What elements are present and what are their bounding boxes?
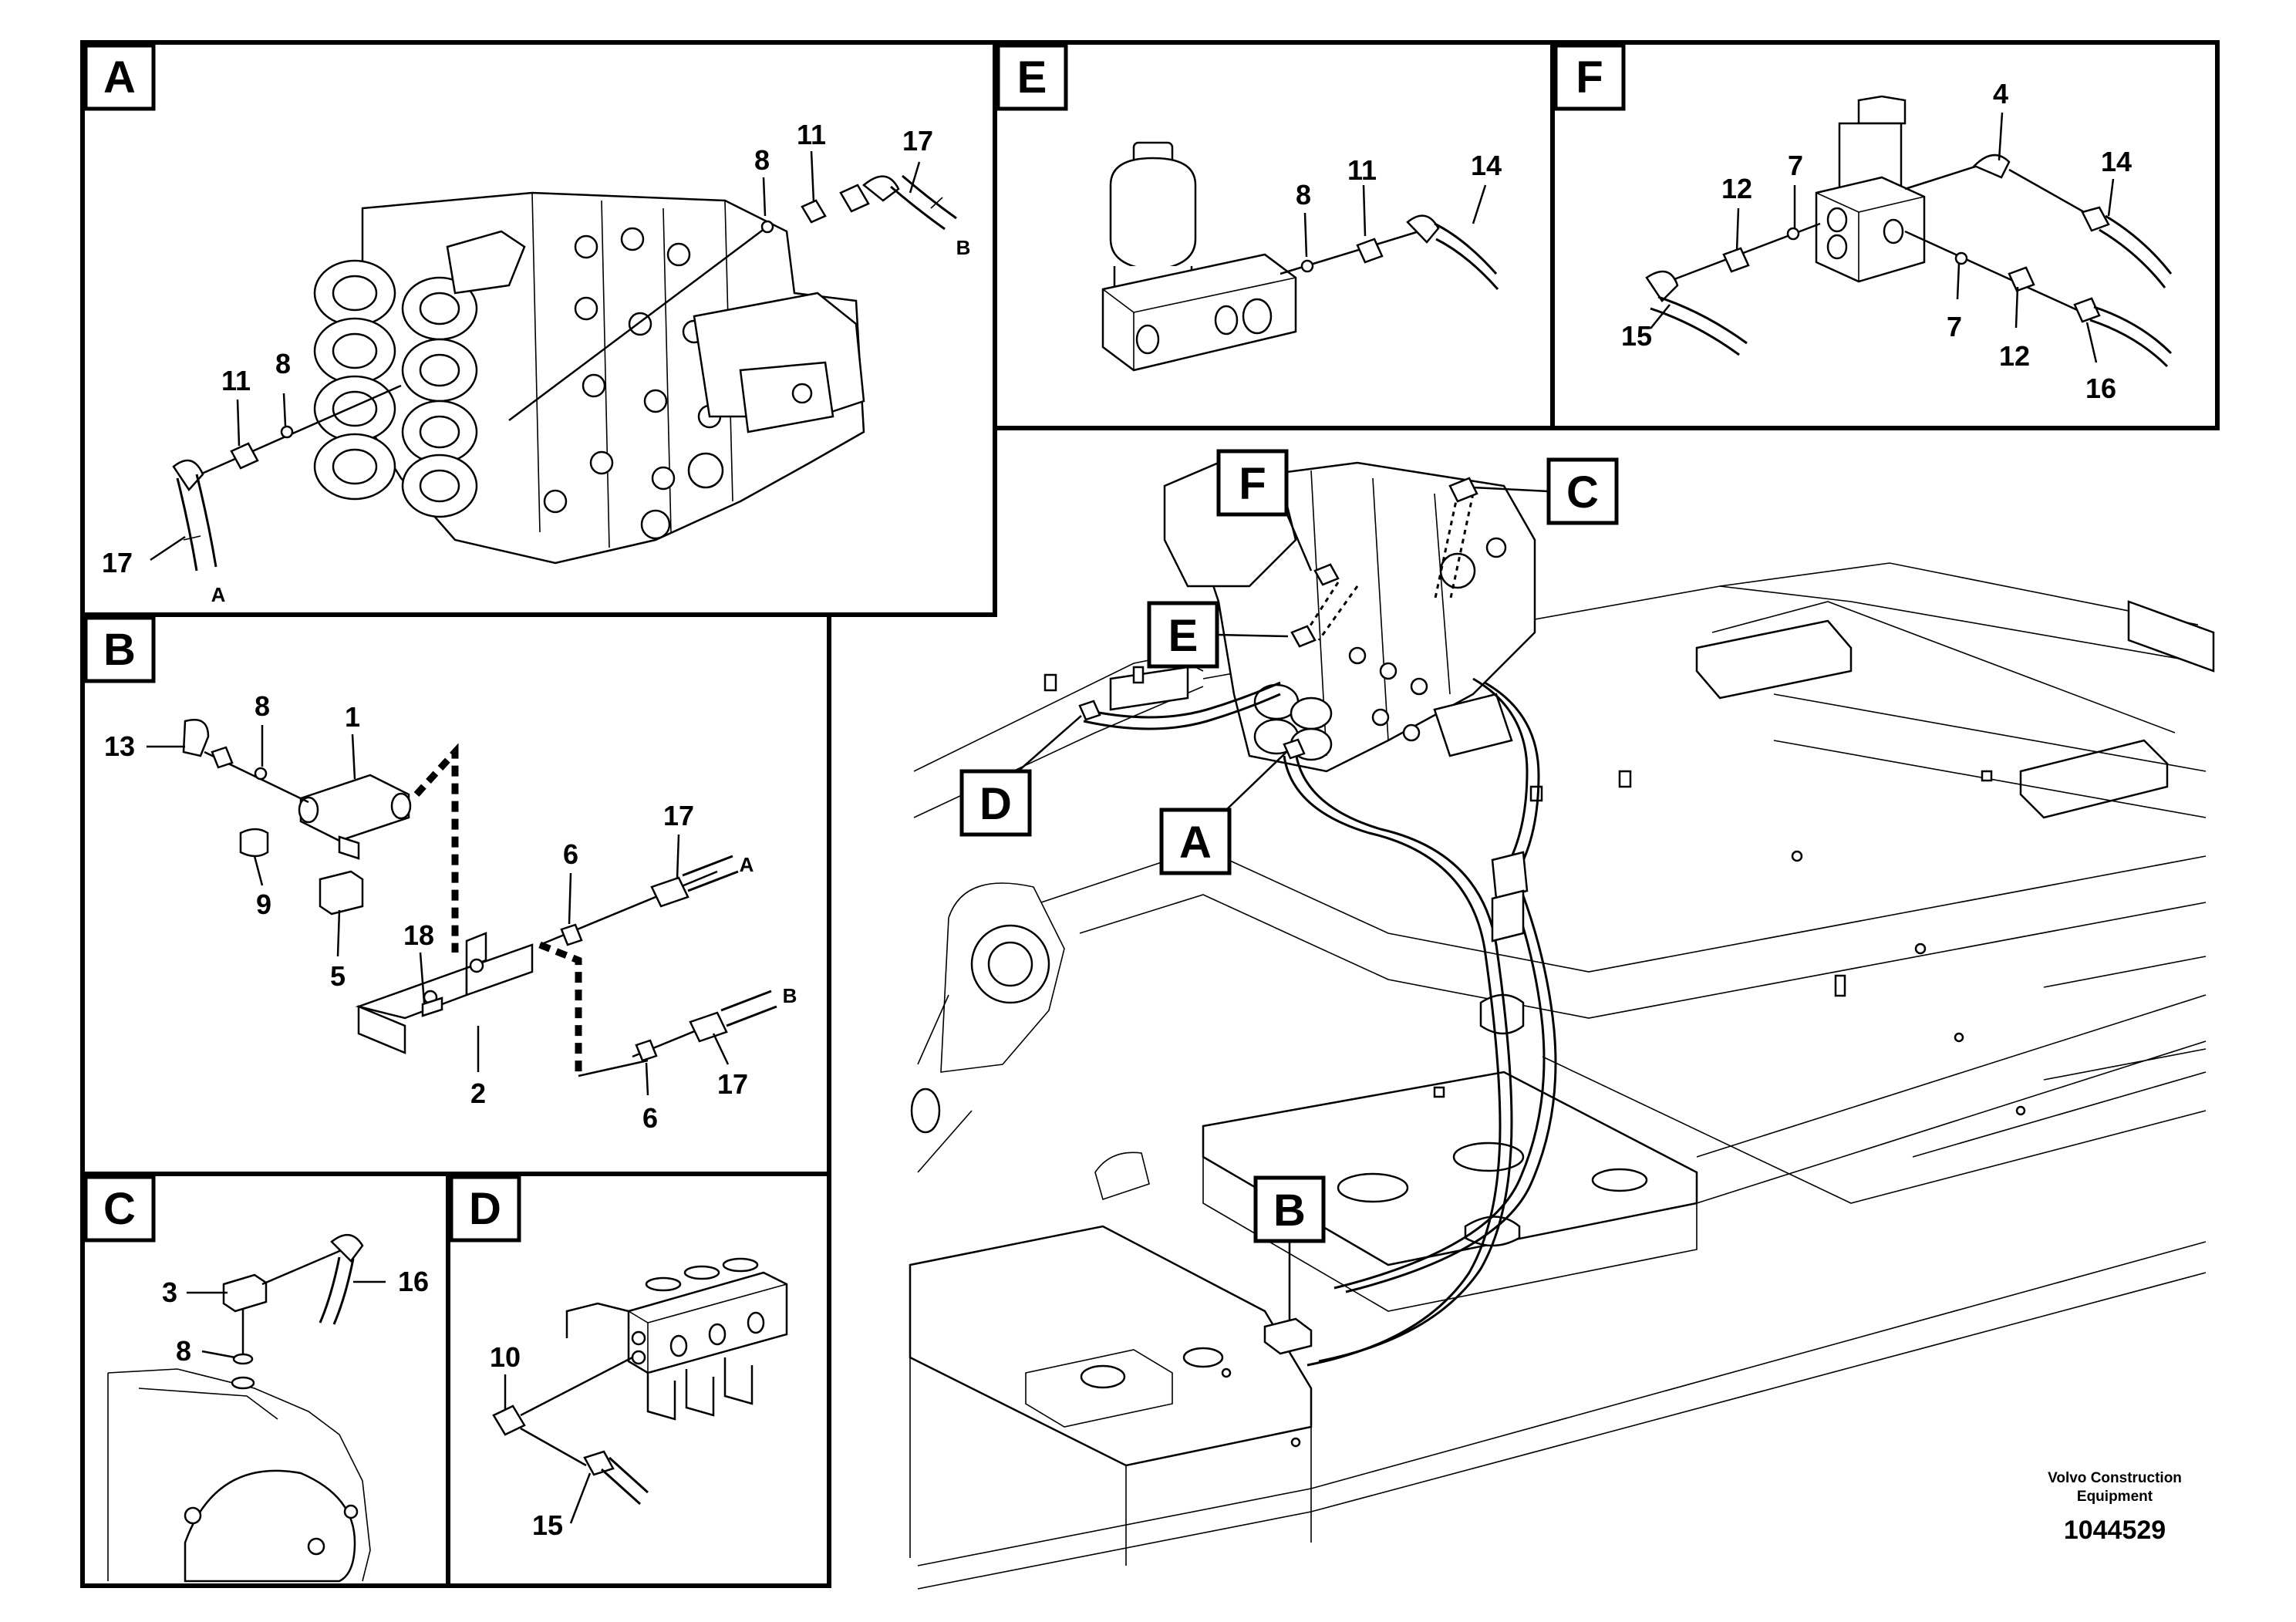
callout-b-5: 5 xyxy=(330,960,346,992)
panel-f: F 4 xyxy=(1550,40,2220,430)
svg-text:B: B xyxy=(1273,1185,1306,1236)
accumulator-drawing xyxy=(1101,141,1297,372)
callout-c-16: 16 xyxy=(398,1266,429,1297)
callout-a-11-upper: 11 xyxy=(797,119,826,150)
control-valve-drawing xyxy=(313,191,865,565)
callout-b-8: 8 xyxy=(255,690,270,722)
callout-f-15: 15 xyxy=(1621,320,1652,352)
main-control-valve-drawing xyxy=(1043,461,1536,773)
main-assembly-view: F C E D A B xyxy=(909,449,2215,1590)
svg-text:A: A xyxy=(1179,818,1212,868)
hose-end-label-b-b: B xyxy=(783,984,797,1007)
panel-a-lower-fittings xyxy=(172,384,402,572)
callout-d-10: 10 xyxy=(490,1341,521,1373)
panel-f-letter: F xyxy=(1576,52,1603,103)
svg-text:C: C xyxy=(1566,467,1599,518)
callout-e-11: 11 xyxy=(1347,154,1377,186)
callout-e-14: 14 xyxy=(1471,150,1502,181)
callout-b-17-lower: 17 xyxy=(717,1068,748,1100)
panel-c-letter: C xyxy=(103,1184,136,1234)
company-name-line1: Volvo Construction xyxy=(2048,1470,2182,1486)
marker-b: B xyxy=(1253,1175,1326,1320)
panel-e-letter: E xyxy=(1017,52,1047,103)
panel-d-letter-box xyxy=(449,1175,521,1243)
marker-f: F xyxy=(1216,449,1313,572)
callout-a-17-lower: 17 xyxy=(102,547,133,578)
callout-b-9: 9 xyxy=(256,889,271,920)
callout-f-7-upper: 7 xyxy=(1788,150,1803,181)
callout-f-12-lower: 12 xyxy=(1999,340,2030,372)
marker-a: A xyxy=(1159,751,1287,875)
panel-a-upper-fittings xyxy=(508,174,957,421)
valve-block-drawing xyxy=(1815,95,1926,283)
callout-c-8: 8 xyxy=(176,1335,191,1367)
callout-a-8-lower: 8 xyxy=(275,348,291,379)
callout-b-2: 2 xyxy=(470,1077,486,1109)
callout-b-13: 13 xyxy=(104,730,135,762)
panel-d-frame xyxy=(446,1172,831,1588)
panel-d-letter: D xyxy=(469,1184,501,1234)
marker-e: E xyxy=(1147,601,1289,669)
title-block: Volvo Construction Equipment 1044529 xyxy=(2048,1470,2182,1545)
callout-b-6-upper: 6 xyxy=(563,838,578,870)
callout-e-8: 8 xyxy=(1296,179,1311,211)
svg-text:D: D xyxy=(979,779,1012,829)
callout-b-17-upper: 17 xyxy=(663,800,694,831)
callout-a-11-lower: 11 xyxy=(221,365,251,396)
frame-drawing xyxy=(909,562,2215,1590)
panel-b-letter: B xyxy=(103,625,136,675)
callout-f-16: 16 xyxy=(2085,373,2116,404)
panel-e-letter-box xyxy=(996,43,1068,111)
hose-end-label-b: B xyxy=(956,236,971,259)
panel-c: C 3 16 8 xyxy=(80,1172,450,1588)
callout-b-6-lower: 6 xyxy=(642,1102,658,1134)
callout-b-18: 18 xyxy=(403,919,434,951)
callout-f-7-lower: 7 xyxy=(1947,311,1962,342)
callout-f-14: 14 xyxy=(2101,146,2132,177)
panel-a-letter: A xyxy=(103,52,136,103)
callout-b-1: 1 xyxy=(345,701,360,733)
drawing-number: 1044529 xyxy=(2064,1516,2166,1545)
panel-d: D 10 15 xyxy=(446,1172,831,1588)
panel-c-letter-box xyxy=(83,1175,156,1243)
company-name-line2: Equipment xyxy=(2077,1489,2153,1505)
hose-end-label-a: A xyxy=(211,583,226,606)
panel-a-letter-box xyxy=(83,43,156,111)
panel-e-frame xyxy=(993,40,1555,430)
callout-f-4: 4 xyxy=(1993,78,2008,110)
svg-text:F: F xyxy=(1239,459,1266,509)
callout-c-3: 3 xyxy=(162,1276,177,1308)
callout-d-15: 15 xyxy=(532,1509,563,1541)
panel-e: E 8 11 14 xyxy=(993,40,1555,430)
marker-c: C xyxy=(1472,457,1619,525)
panel-f-letter-box xyxy=(1553,43,1626,111)
main-hoses xyxy=(1078,477,1557,1367)
hose-end-label-a-b: A xyxy=(740,853,754,876)
callout-a-8-upper: 8 xyxy=(754,144,770,176)
panel-b: B xyxy=(80,612,831,1176)
panel-a: A xyxy=(80,40,997,617)
callout-a-17-upper: 17 xyxy=(902,125,933,157)
panel-b-letter-box xyxy=(83,615,156,683)
marker-d: D xyxy=(959,715,1082,837)
callout-f-12-upper: 12 xyxy=(1721,173,1752,204)
svg-text:E: E xyxy=(1168,611,1199,661)
